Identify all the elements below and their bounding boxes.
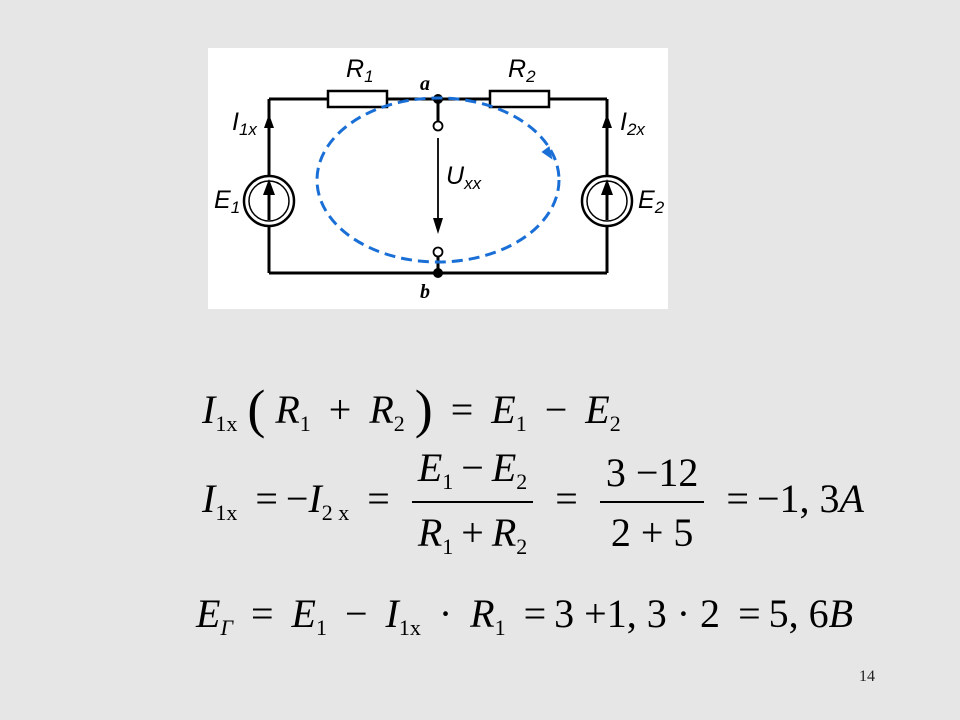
circuit-schematic [242, 89, 634, 278]
eq1-paren-close: ) [414, 379, 433, 439]
frac1-plus: + [461, 510, 484, 555]
eq1-equals: = [450, 387, 474, 432]
source-2-label: E2 [638, 186, 665, 217]
eq3-dot: · [438, 591, 453, 636]
eq2-I1: I [202, 476, 216, 522]
eq3-E-sub: Г [220, 615, 233, 640]
eq1-E2: E [585, 387, 610, 432]
eq2-I2: I [308, 476, 322, 522]
current-1-label: I1x [232, 108, 257, 139]
frac1-R2-sub: 2 [516, 534, 528, 559]
eq3-I: I [385, 591, 399, 636]
eq2-fraction-numeric: 3 −12 2 + 5 [599, 453, 705, 555]
eq1-R2-sub: 2 [393, 411, 405, 436]
eq2-result: −1, 3 [756, 476, 840, 522]
frac1-minus: − [461, 445, 484, 490]
eq2-equals-2: = [367, 476, 390, 522]
r2-label: R2 [508, 55, 536, 86]
eq1-paren-open: ( [247, 379, 266, 439]
eq1-E1-sub: 1 [515, 411, 527, 436]
terminal-a [432, 120, 444, 132]
current-arrow-2 [602, 114, 612, 128]
eq1-plus: + [328, 387, 352, 432]
current-2-label: I2x [620, 108, 645, 139]
eq1-R1: R [275, 387, 300, 432]
node-b-dot [433, 268, 443, 278]
eq2-frac1-denominator: R1+R2 [412, 503, 533, 558]
eq3-unit: B [828, 591, 854, 636]
eq2-equals-3: = [555, 476, 578, 522]
frac1-R2: R [491, 510, 517, 555]
frac1-E2-sub: 2 [516, 469, 528, 494]
eq2-I2-sub: 2 x [321, 500, 350, 526]
eq2-fraction-symbolic: E1−E2 R1+R2 [411, 445, 534, 558]
eq1-R2: R [369, 387, 394, 432]
eq3-R-sub: 1 [494, 615, 506, 640]
node-b-label: b [420, 281, 430, 303]
eq2-frac2-numerator: 3 −12 [599, 453, 705, 503]
frac1-R1-sub: 1 [442, 534, 454, 559]
eq3-E1: E [291, 591, 316, 636]
eq3-R: R [470, 591, 495, 636]
eq3-E: E [196, 591, 221, 636]
eq2-unit: A [839, 476, 864, 522]
loop-dashed-ellipse [315, 96, 561, 264]
terminal-b [432, 246, 444, 258]
circuit-diagram: R1 R2 a b I1x I2x E1 E2 Uxx [208, 48, 668, 309]
eq3-equals-1: = [250, 591, 274, 636]
eq1-I: I [202, 387, 216, 432]
eq3-expression: 3 +1, 3 · 2 [554, 591, 721, 636]
frac1-E1: E [417, 445, 443, 490]
page-number: 14 [859, 668, 875, 685]
resistor-r1 [326, 89, 389, 109]
eq1-E2-sub: 2 [609, 411, 621, 436]
eq2-equals-1: = [255, 476, 278, 522]
eq3-result: 5, 6 [768, 591, 829, 636]
eq1-E1: E [491, 387, 516, 432]
voltage-arrow [433, 138, 443, 234]
eq2-neg: − [285, 476, 309, 522]
frac1-E2: E [491, 445, 517, 490]
frac1-E1-sub: 1 [442, 469, 454, 494]
eq2-equals-4: = [726, 476, 749, 522]
eq2-I1-sub: 1x [215, 500, 238, 526]
current-arrow-1 [264, 114, 274, 128]
eq3-equals-3: = [738, 591, 761, 636]
eq3-I-sub: 1x [398, 615, 421, 640]
eq1-minus: − [544, 387, 568, 432]
eq3-minus: − [344, 591, 368, 636]
r1-label: R1 [346, 55, 374, 86]
eq1-I-sub: 1x [215, 411, 238, 436]
frac1-R1: R [417, 510, 443, 555]
eq2-frac2-denominator: 2 + 5 [610, 510, 694, 555]
resistor-r2 [488, 89, 551, 109]
equation-current-value: I1x =−I2 x = E1−E2 R1+R2 = 3 −12 2 + 5 =… [202, 448, 864, 558]
eq3-equals-2: = [523, 591, 547, 636]
voltage-label: Uxx [446, 162, 482, 193]
equation-loop-current: I1x ( R1 + R2 ) = E1 − E2 [202, 382, 621, 436]
source-e1 [242, 174, 296, 228]
node-a-label: a [420, 73, 430, 95]
eq1-R1-sub: 1 [299, 411, 311, 436]
source-1-label: E1 [214, 186, 241, 217]
source-e2 [580, 174, 634, 228]
equation-equivalent-emf: EГ = E1 − I1x · R1 =3 +1, 3 · 2 =5, 6B [196, 594, 853, 639]
eq3-E1-sub: 1 [315, 615, 327, 640]
eq2-frac1-numerator: E1−E2 [411, 445, 534, 503]
